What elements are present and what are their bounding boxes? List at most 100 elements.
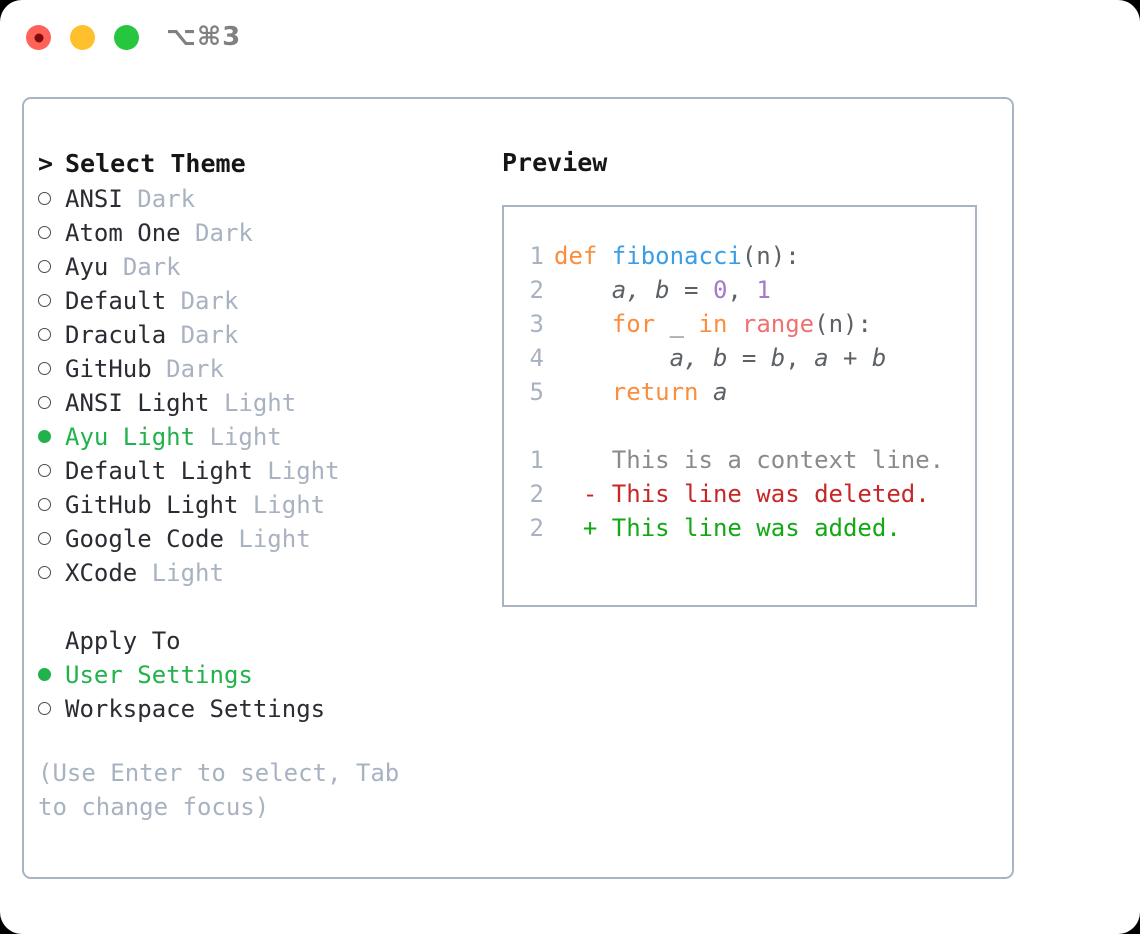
theme-kind-badge: Dark: [122, 253, 181, 281]
radio-unselected-icon[interactable]: [38, 386, 65, 420]
theme-name: Default Light: [65, 457, 253, 485]
theme-option[interactable]: GitHub Dark: [38, 352, 488, 386]
apply-to-option[interactable]: User Settings: [38, 658, 488, 692]
code-token: ,: [727, 276, 757, 304]
code-line: 4 a, b = b, a + b: [518, 341, 944, 375]
radio-unselected-icon[interactable]: [38, 352, 65, 386]
code-token: a, b: [611, 276, 670, 304]
spacer: [181, 216, 195, 250]
apply-to-label: User Settings: [65, 661, 253, 689]
line-number: 5: [529, 378, 544, 406]
radio-unselected-icon[interactable]: [38, 454, 65, 488]
theme-name: ANSI Light: [65, 389, 210, 417]
theme-option[interactable]: Ayu Light Light: [38, 420, 488, 454]
caret-icon: >: [38, 149, 54, 178]
theme-name: Dracula: [65, 321, 167, 349]
code-token: in: [698, 310, 728, 338]
theme-name: Ayu Light: [65, 423, 196, 451]
diff-sign: -: [554, 480, 612, 508]
code-token: =: [669, 276, 713, 304]
spacer: [166, 284, 180, 318]
code-diff-spacer: [518, 409, 944, 443]
code-token: for: [611, 310, 656, 338]
window-titlebar: ⌥⌘3: [0, 0, 1140, 78]
diff-sign: [554, 446, 612, 474]
theme-option[interactable]: Ayu Dark: [38, 250, 488, 284]
theme-option[interactable]: GitHub Light Light: [38, 488, 488, 522]
code-token: range: [741, 310, 815, 338]
line-number: 3: [529, 310, 544, 338]
radio-unselected-icon[interactable]: [38, 318, 65, 352]
radio-unselected-icon[interactable]: [38, 692, 65, 726]
code-token: (n):: [814, 310, 872, 338]
minimize-button[interactable]: [70, 25, 95, 50]
radio-selected-icon[interactable]: [38, 420, 65, 454]
theme-kind-badge: Light: [238, 525, 311, 553]
apply-to-label: Workspace Settings: [65, 695, 326, 723]
code-token: [727, 310, 741, 338]
theme-name: Atom One: [65, 219, 181, 247]
spacer: [108, 250, 122, 284]
radio-selected-icon[interactable]: [38, 658, 65, 692]
code-token: (n):: [741, 242, 800, 270]
theme-option[interactable]: ANSI Dark: [38, 182, 488, 216]
select-theme-label: Select Theme: [65, 149, 246, 178]
apply-to-option[interactable]: Workspace Settings: [38, 692, 488, 726]
radio-unselected-icon[interactable]: [38, 556, 65, 590]
theme-kind-badge: Light: [209, 423, 282, 451]
theme-option[interactable]: Dracula Dark: [38, 318, 488, 352]
theme-option[interactable]: Default Light Light: [38, 454, 488, 488]
code-token: [554, 344, 670, 372]
theme-option[interactable]: Google Code Light: [38, 522, 488, 556]
keyboard-hint: (Use Enter to select, Tab to change focu…: [38, 759, 400, 821]
spacer: [123, 182, 137, 216]
spacer: [195, 420, 209, 454]
radio-bullet: [38, 328, 51, 341]
radio-bullet: [38, 260, 51, 273]
theme-kind-badge: Light: [267, 457, 340, 485]
radio-bullet: [38, 430, 51, 443]
radio-unselected-icon[interactable]: [38, 488, 65, 522]
radio-bullet: [38, 192, 51, 205]
theme-kind-badge: Light: [151, 559, 224, 587]
theme-option[interactable]: Default Dark: [38, 284, 488, 318]
radio-bullet: [38, 294, 51, 307]
diff-sign: +: [554, 514, 612, 542]
radio-unselected-icon[interactable]: [38, 216, 65, 250]
radio-unselected-icon[interactable]: [38, 522, 65, 556]
spacer: [253, 454, 267, 488]
code-token: b: [871, 344, 887, 372]
radio-bullet: [38, 396, 51, 409]
theme-kind-badge: Dark: [137, 185, 196, 213]
diff-line: 2 + This line was added.: [518, 511, 944, 545]
code-token: b: [770, 344, 786, 372]
diff-line: 1 This is a context line.: [518, 443, 945, 477]
diff-line: 2 - This line was deleted.: [518, 477, 944, 511]
code-token: 0: [712, 276, 728, 304]
radio-unselected-icon[interactable]: [38, 182, 65, 216]
radio-unselected-icon[interactable]: [38, 250, 65, 284]
line-number: 2: [529, 480, 544, 508]
code-token: def: [554, 242, 612, 270]
code-token: ,: [785, 344, 815, 372]
close-button[interactable]: [26, 25, 51, 50]
theme-option[interactable]: XCode Light: [38, 556, 488, 590]
theme-name: XCode: [65, 559, 138, 587]
radio-unselected-icon[interactable]: [38, 284, 65, 318]
maximize-button[interactable]: [114, 25, 139, 50]
code-line: 3 for _ in range(n):: [518, 307, 944, 341]
spacer: [210, 386, 224, 420]
code-token: +: [828, 344, 872, 372]
theme-kind-badge: Dark: [180, 321, 239, 349]
theme-name: GitHub: [65, 355, 152, 383]
section-spacer: [38, 590, 488, 624]
theme-option[interactable]: Atom One Dark: [38, 216, 488, 250]
radio-bullet: [38, 702, 51, 715]
theme-option[interactable]: ANSI Light Light: [38, 386, 488, 420]
select-theme-heading: > Select Theme: [38, 146, 488, 182]
